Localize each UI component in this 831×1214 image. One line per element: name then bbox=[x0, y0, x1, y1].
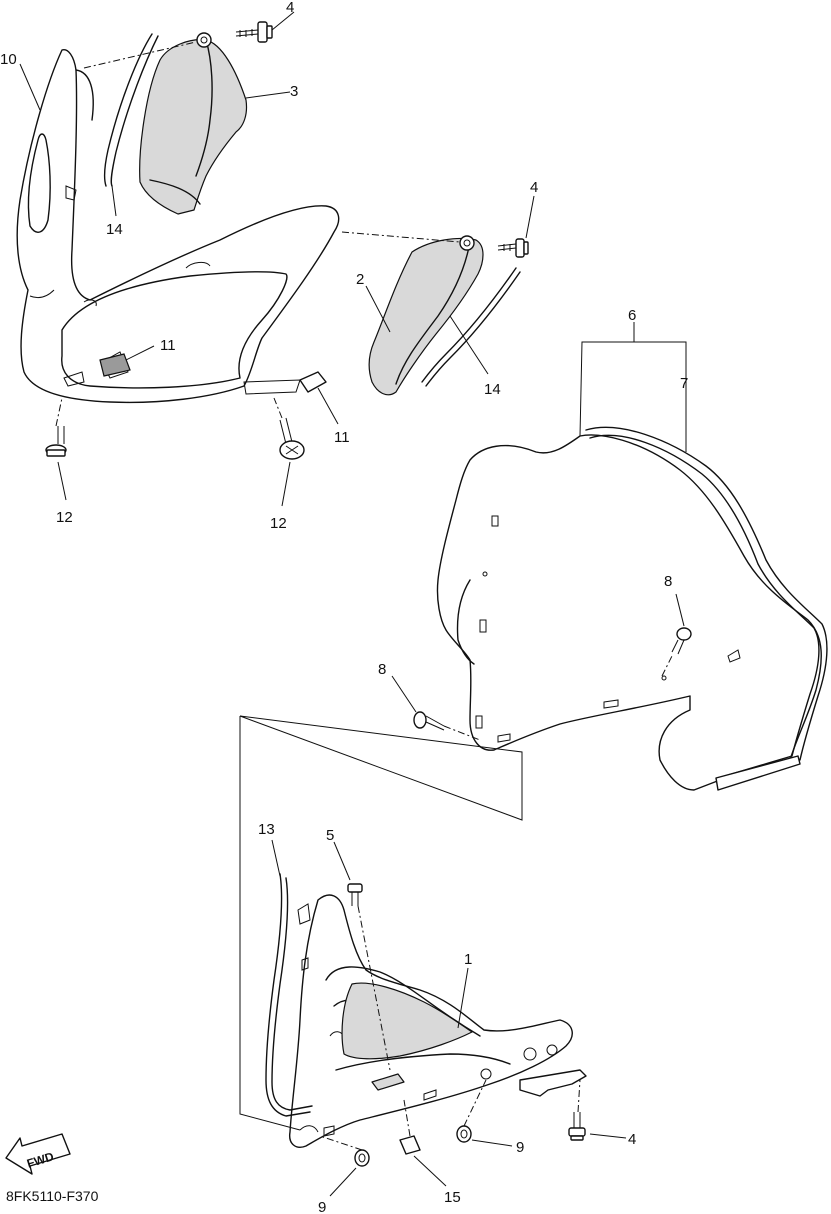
callout-13: 13 bbox=[258, 821, 275, 838]
windshield-part-6 bbox=[436, 434, 822, 791]
bolt-part-4-top bbox=[235, 21, 273, 43]
leader-lines bbox=[19, 11, 687, 1197]
fwd-arrow-icon: FWD bbox=[5, 1133, 71, 1175]
callout-9-left: 9 bbox=[318, 1199, 326, 1214]
callout-8-right: 8 bbox=[664, 573, 672, 590]
screw-part-8-left bbox=[413, 711, 445, 731]
front-cowling-part-10 bbox=[16, 49, 340, 404]
callout-9-right: 9 bbox=[516, 1139, 524, 1156]
clip-part-11-a bbox=[99, 353, 131, 377]
callout-11-a: 11 bbox=[160, 337, 176, 354]
inner-panel-part-3 bbox=[139, 32, 248, 215]
clip-part-15 bbox=[399, 1135, 421, 1155]
side-panel-part-2 bbox=[368, 235, 484, 396]
callout-4-side: 4 bbox=[530, 179, 538, 196]
screw-part-5 bbox=[347, 883, 363, 906]
callout-2: 2 bbox=[356, 271, 364, 288]
mount-bracket bbox=[519, 1069, 587, 1097]
callout-6: 6 bbox=[628, 307, 636, 324]
trim-strip-part-14-side bbox=[421, 267, 521, 387]
nut-part-9-b bbox=[354, 1149, 370, 1167]
bolt-part-12-right bbox=[279, 417, 305, 460]
callout-1: 1 bbox=[464, 951, 472, 968]
diagram-reference-code: 8FK5110-F370 bbox=[6, 1188, 99, 1204]
callout-10: 10 bbox=[0, 51, 17, 68]
assembly-boundary bbox=[239, 715, 523, 1131]
callout-4-top: 4 bbox=[286, 0, 294, 16]
callout-5: 5 bbox=[326, 827, 334, 844]
callout-12-right: 12 bbox=[270, 515, 287, 532]
callout-15: 15 bbox=[444, 1189, 461, 1206]
windshield-seal-part-7 bbox=[585, 426, 828, 785]
callout-4-bottom: 4 bbox=[628, 1131, 636, 1148]
callout-14-upper: 14 bbox=[106, 221, 123, 238]
callout-14-side: 14 bbox=[484, 381, 501, 398]
callout-7: 7 bbox=[680, 375, 688, 392]
trim-strip-part-13 bbox=[265, 873, 313, 1117]
callout-11-b: 11 bbox=[334, 429, 350, 446]
nut-part-9-a bbox=[456, 1125, 472, 1143]
bolt-part-12-left bbox=[45, 426, 67, 457]
bolt-part-4-side bbox=[497, 238, 529, 258]
assembly-lines bbox=[55, 41, 673, 1151]
inner-panel-window bbox=[341, 982, 473, 1060]
callout-3: 3 bbox=[290, 83, 298, 100]
clip-part-11-b bbox=[299, 371, 327, 393]
callout-labels: 4 3 10 14 4 2 14 6 7 11 11 12 12 8 8 13 … bbox=[0, 0, 688, 1214]
callout-8-left: 8 bbox=[378, 661, 386, 678]
screw-part-8-right bbox=[671, 627, 692, 655]
callout-12-left: 12 bbox=[56, 509, 73, 526]
trim-strip-part-14-upper bbox=[103, 33, 159, 187]
bolt-part-4-bottom bbox=[568, 1112, 586, 1141]
